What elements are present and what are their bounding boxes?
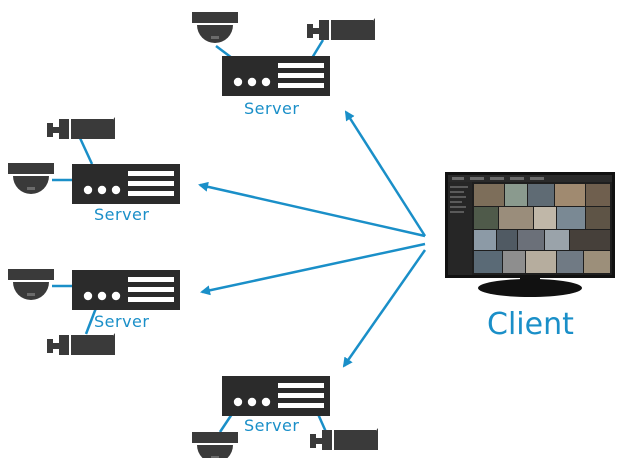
server-icon [222,376,330,416]
dome-camera-icon [8,269,54,300]
arrow-to-server-top [344,110,427,237]
client-label: Client [487,307,574,342]
bullet-camera-icon [47,333,115,355]
dome-camera-icon [8,163,54,194]
arrow-to-server-left-lower [200,242,426,296]
server-icon [72,164,180,204]
server-label: Server [94,205,150,224]
monitor-icon [445,172,615,297]
arrow-to-server-left-upper [198,181,426,238]
server-label: Server [94,312,150,331]
dome-camera-icon [192,12,238,43]
server-icon [72,270,180,310]
dome-camera-icon [192,432,238,458]
server-icon [222,56,330,96]
bullet-camera-icon [310,428,378,450]
server-label: Server [244,416,300,435]
arrow-to-server-bottom [342,249,427,368]
server-label: Server [244,99,300,118]
bullet-camera-icon [307,18,375,40]
bullet-camera-icon [47,117,115,139]
